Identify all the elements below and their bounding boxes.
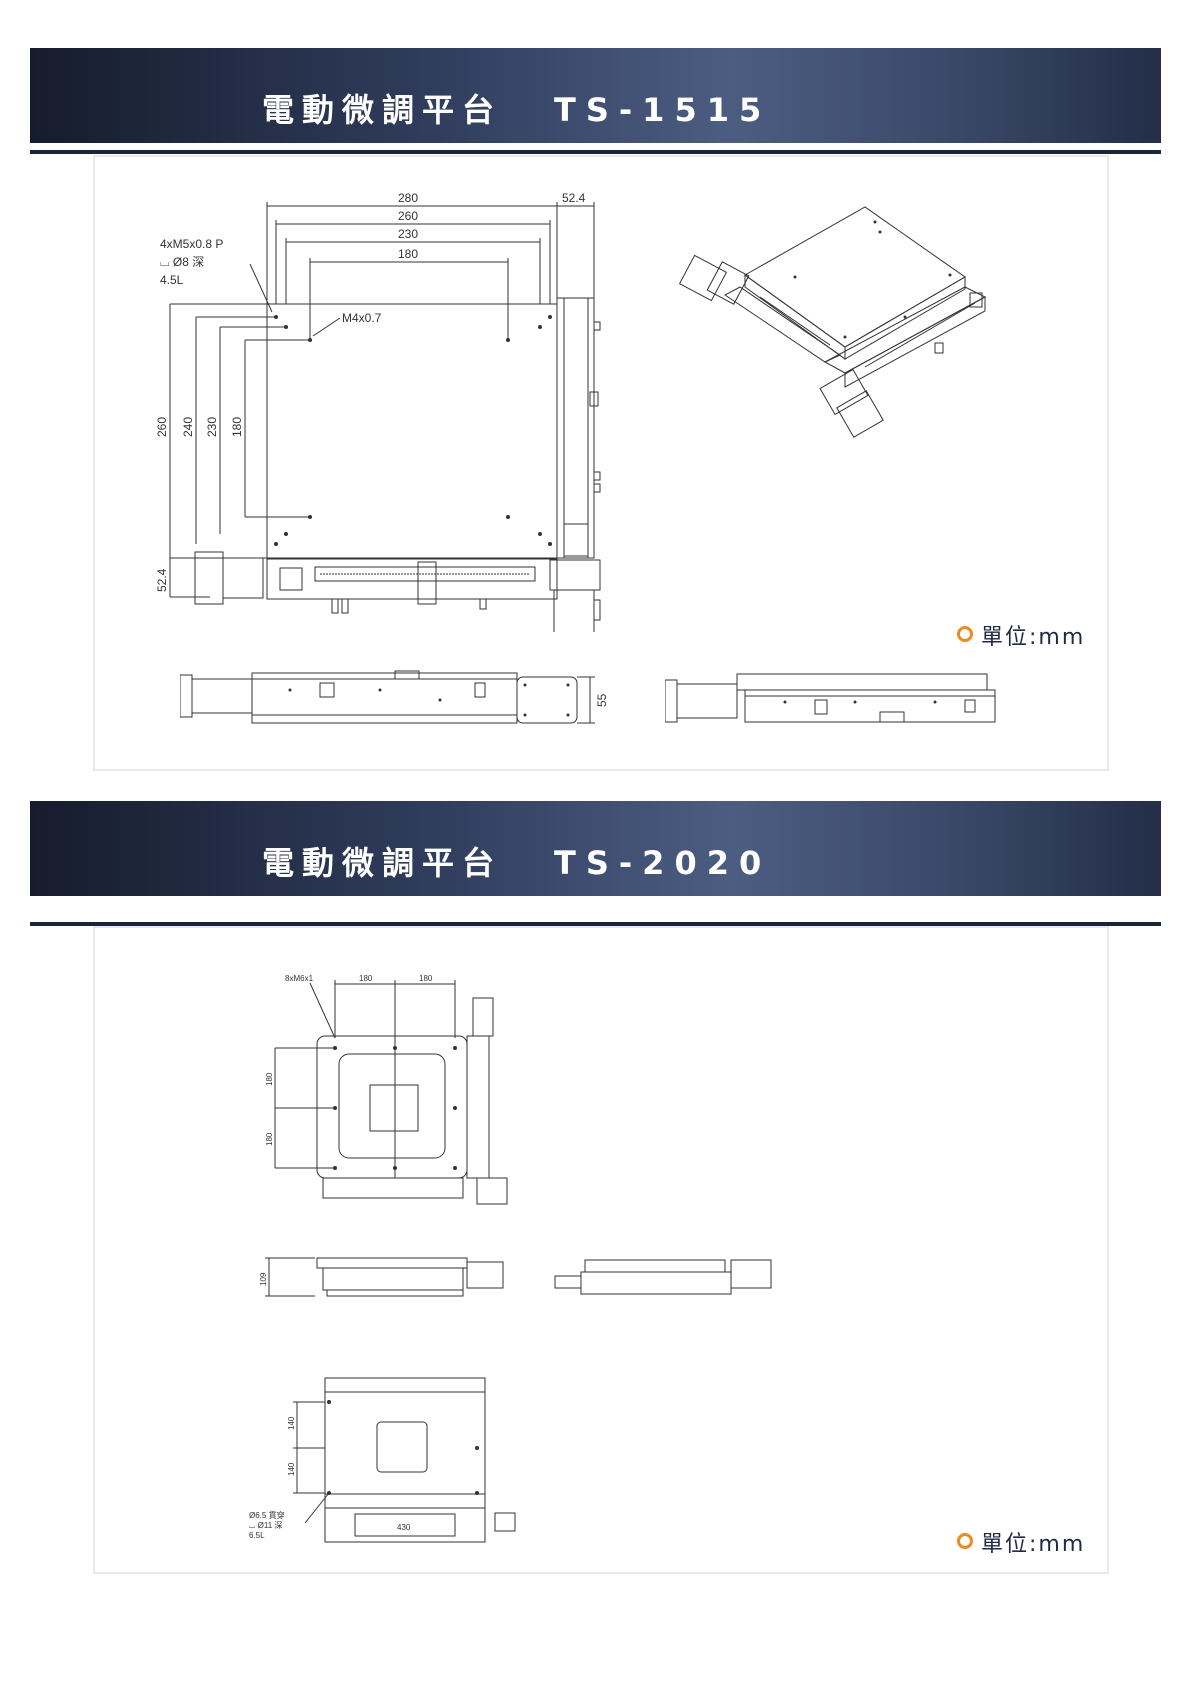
drawing-panel-ts1515: 280 260 230 180 52.4 4xM5x0.8 P ⌴ Ø8 深 4… bbox=[93, 155, 1109, 771]
unit-label-ts2020: 單位:mm bbox=[957, 1526, 1085, 1558]
callout-tapped-holes: 8xM6x1 bbox=[285, 974, 314, 983]
dim-left-230: 230 bbox=[205, 417, 219, 437]
drawing-panel-ts2020: 8xM6x1 180 180 180 180 109 bbox=[93, 926, 1109, 1574]
dim-height-55: 55 bbox=[595, 693, 609, 707]
dim-right-52: 52.4 bbox=[562, 191, 586, 205]
dim-top-180-b: 180 bbox=[419, 974, 433, 983]
ts1515-front-view: 55 bbox=[180, 665, 609, 740]
unit-text: 單位:mm bbox=[981, 625, 1086, 650]
dim-top-180: 180 bbox=[398, 247, 418, 261]
unit-label-ts1515: 單位:mm bbox=[957, 619, 1085, 651]
unit-text: 單位:mm bbox=[981, 1532, 1086, 1557]
unit-bullet-icon bbox=[957, 1533, 973, 1549]
callout-holes-line2: ⌴ Ø8 深 bbox=[160, 255, 204, 269]
unit-bullet-icon bbox=[957, 626, 973, 642]
dim-left-180-b: 180 bbox=[265, 1132, 274, 1146]
ts2020-side-views: 109 bbox=[259, 1248, 815, 1308]
product-title: 電動微調平台 bbox=[262, 844, 503, 882]
callout-center: M4x0.7 bbox=[342, 311, 382, 325]
banner-title: 電動微調平台 TS-1515 bbox=[262, 85, 771, 131]
dim-left-180: 180 bbox=[230, 417, 244, 437]
dim-bottom-140-a: 140 bbox=[287, 1416, 296, 1430]
ts1515-side-view bbox=[665, 672, 1025, 732]
banner-rule bbox=[30, 150, 1161, 154]
dim-left-240: 240 bbox=[181, 417, 195, 437]
dim-bottom-140-b: 140 bbox=[287, 1462, 296, 1476]
dim-top-280: 280 bbox=[398, 191, 418, 205]
ts2020-bottom-view: 140 140 Ø6.5 貫穿 ⌴ Ø11 深 6.5L 430 bbox=[249, 1368, 525, 1558]
ts1515-isometric-view bbox=[665, 206, 987, 447]
product-model: TS-1515 bbox=[554, 91, 772, 129]
callout-through-hole-2: ⌴ Ø11 深 bbox=[249, 1521, 282, 1530]
banner-title: 電動微調平台 TS-2020 bbox=[262, 838, 771, 884]
ts2020-top-view: 8xM6x1 180 180 180 180 bbox=[265, 974, 555, 1238]
callout-through-hole-1: Ø6.5 貫穿 bbox=[249, 1510, 285, 1520]
ts1515-top-view: 280 260 230 180 52.4 4xM5x0.8 P ⌴ Ø8 深 4… bbox=[155, 191, 710, 632]
dim-top-230: 230 bbox=[398, 227, 418, 241]
dim-left-260: 260 bbox=[155, 417, 169, 437]
product-model: TS-2020 bbox=[554, 844, 772, 882]
dim-top-180-a: 180 bbox=[359, 974, 373, 983]
callout-holes-line3: 4.5L bbox=[160, 273, 184, 287]
callout-holes-line1: 4xM5x0.8 P bbox=[160, 237, 223, 251]
section-banner-ts2020: 電動微調平台 TS-2020 bbox=[30, 801, 1161, 896]
section-banner-ts1515: 電動微調平台 TS-1515 bbox=[30, 48, 1161, 143]
dim-bottom-width-430: 430 bbox=[397, 1523, 411, 1532]
banner-rule bbox=[30, 922, 1161, 926]
dim-left-180-a: 180 bbox=[265, 1072, 274, 1086]
dim-bottom-left-52: 52.4 bbox=[155, 568, 169, 592]
product-title: 電動微調平台 bbox=[262, 91, 503, 129]
dim-height-109: 109 bbox=[259, 1272, 268, 1286]
dim-top-260: 260 bbox=[398, 209, 418, 223]
callout-through-hole-3: 6.5L bbox=[249, 1531, 265, 1540]
